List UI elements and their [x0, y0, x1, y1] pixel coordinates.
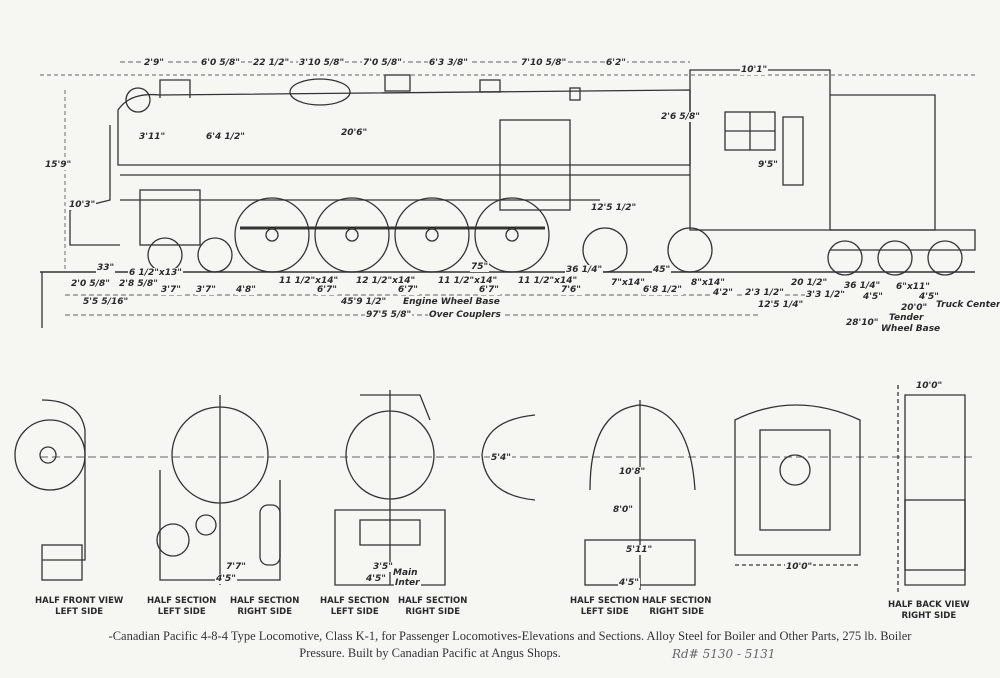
dimension-label: 5'4"	[490, 453, 512, 463]
dimension-label: 11 1/2"x14"	[517, 276, 579, 286]
engine-wheel-base-label: Engine Wheel Base	[402, 297, 501, 307]
figure-caption-line-1: -Canadian Pacific 4-8-4 Type Locomotive,…	[108, 629, 912, 643]
dimension-label: Main	[392, 568, 419, 578]
dimension-label: Tender	[888, 313, 925, 323]
dimension-label: 22 1/2"	[252, 58, 291, 68]
section-6	[897, 385, 966, 595]
dimension-label: 36 1/4"	[843, 281, 882, 291]
dimension-label: Truck Centers	[935, 300, 1000, 310]
dimension-label: 20 1/2"	[790, 278, 829, 288]
dimension-label: 9'5"	[757, 160, 779, 170]
section-5	[734, 404, 861, 566]
dimension-label: 3'7"	[160, 285, 182, 295]
dimension-label: 2'8 5/8"	[118, 279, 159, 289]
dimension-label: 3'10 5/8"	[298, 58, 346, 68]
dimension-label: 4'5"	[862, 292, 884, 302]
dimension-label: 10'3"	[68, 200, 97, 210]
dimension-label: 6"x11"	[895, 282, 931, 292]
dimension-label: 12'5 1/2"	[590, 203, 638, 213]
dimension-label: 28'10"	[845, 318, 880, 328]
dimension-label: 6'3 3/8"	[428, 58, 469, 68]
dimension-label: 5'11"	[625, 545, 654, 555]
dimension-label: 75"	[470, 262, 490, 272]
engine-wheel-base-value: 45'9 1/2"	[340, 297, 388, 307]
dimension-label: 8"x14"	[690, 278, 726, 288]
dimension-label: 7'7"	[225, 562, 247, 572]
dimension-label: 4'5"	[618, 578, 640, 588]
dimension-label: 12 1/2"x14"	[355, 276, 417, 286]
dimension-label: 7"x14"	[610, 278, 646, 288]
front-view	[14, 399, 86, 581]
dimension-label: 2'0 5/8"	[70, 279, 111, 289]
dimension-label: 4'5"	[918, 292, 940, 302]
dimension-label: 4'2"	[712, 288, 734, 298]
dimension-label: 6'7"	[316, 285, 338, 295]
dimension-label: 10'0"	[785, 562, 814, 572]
section-2	[334, 390, 446, 586]
section-3	[481, 414, 536, 501]
dimension-label: 6'7"	[397, 285, 419, 295]
dimension-label: 33"	[96, 263, 116, 273]
dimension-label: 20'6"	[340, 128, 369, 138]
dimension-label: 5'5 5/16"	[82, 297, 130, 307]
dimension-label: 2'6 5/8"	[660, 112, 701, 122]
figure-caption-line-2: Pressure. Built by Canadian Pacific at A…	[299, 646, 561, 660]
dimension-label: 3'7"	[195, 285, 217, 295]
dimension-label: 10'1"	[740, 65, 769, 75]
dimension-label: 4'5"	[215, 574, 237, 584]
dimension-label: 36 1/4"	[565, 265, 604, 275]
dimension-label: 11 1/2"x14"	[437, 276, 499, 286]
dimension-label: 45"	[652, 265, 672, 275]
side-elevation	[40, 61, 976, 328]
dimension-label: 4'5"	[365, 574, 387, 584]
dimension-label: 3'11"	[138, 132, 167, 142]
dimension-label: 7'0 5/8"	[362, 58, 403, 68]
driving-wheels	[234, 197, 550, 273]
dimension-label: 15'9"	[44, 160, 73, 170]
dimension-label: Wheel Base	[880, 324, 942, 334]
dimension-label: 11 1/2"x14"	[278, 276, 340, 286]
dimension-label: 6'4 1/2"	[205, 132, 246, 142]
dimension-label: 3'3 1/2"	[805, 290, 846, 300]
dimension-label: 7'10 5/8"	[520, 58, 568, 68]
dimension-label: 3'5"	[372, 562, 394, 572]
dimension-label: 6'7"	[478, 285, 500, 295]
section-4	[584, 400, 696, 590]
dimension-label: 7'6"	[560, 285, 582, 295]
dimension-label: 10'0"	[915, 381, 944, 391]
dimension-label: 20'0"	[900, 303, 929, 313]
dimension-label: 6 1/2"x13"	[128, 268, 183, 278]
dimension-label: 6'2"	[605, 58, 627, 68]
dimension-label: 8'0"	[612, 505, 634, 515]
dimension-label: 2'3 1/2"	[744, 288, 785, 298]
dimension-label: 2'9"	[143, 58, 165, 68]
handwritten-note: Rd# 5130 - 5131	[672, 647, 776, 661]
dimension-label: 12'5 1/4"	[757, 300, 805, 310]
dimension-label: 10'8"	[618, 467, 647, 477]
dimension-label: 6'0 5/8"	[200, 58, 241, 68]
dimension-label: Inter	[394, 578, 421, 588]
over-couplers-label: Over Couplers	[428, 310, 502, 320]
section-1	[156, 395, 281, 585]
dimension-label: 6'8 1/2"	[642, 285, 683, 295]
over-couplers-value: 97'5 5/8"	[365, 310, 413, 320]
dimension-label: 4'8"	[235, 285, 257, 295]
